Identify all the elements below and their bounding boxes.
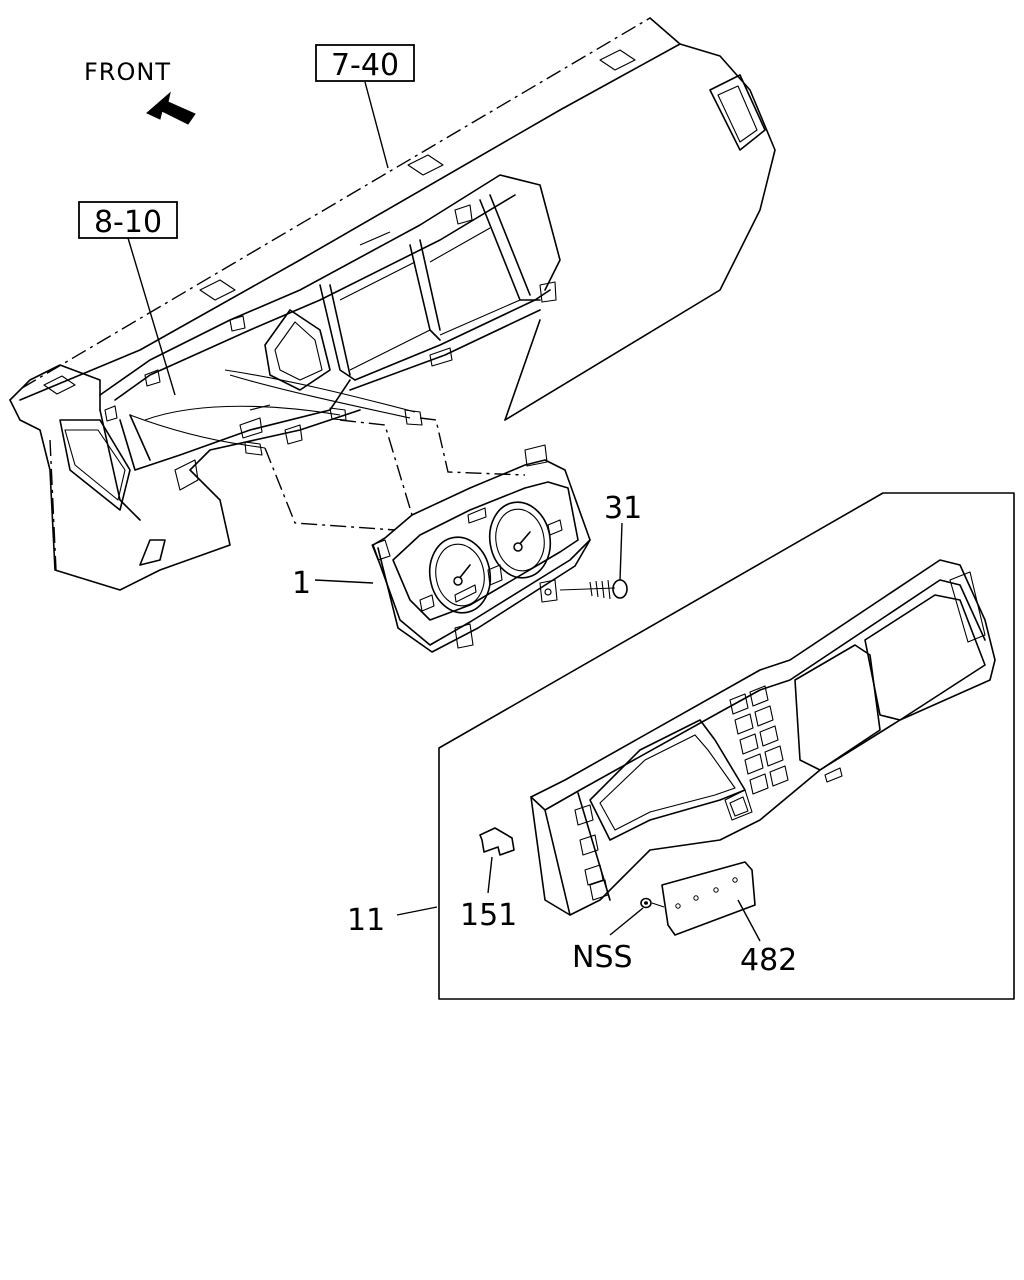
dashboard-assembly (9, 17, 776, 591)
front-arrow-icon (146, 91, 196, 125)
ref-box-7-40: 7-40 (315, 44, 415, 83)
cluster-assembly-box (438, 492, 1015, 1000)
ref-label-7-40: 7-40 (331, 48, 399, 83)
screw-part (559, 579, 628, 600)
ref-label-8-10: 8-10 (94, 205, 162, 240)
leader-lines (127, 81, 761, 942)
part-label-nss: NSS (572, 940, 633, 975)
ref-box-8-10: 8-10 (78, 201, 178, 240)
front-label: FRONT (84, 58, 171, 86)
part-label-482: 482 (740, 943, 797, 978)
part-label-151: 151 (460, 898, 517, 933)
combination-meter (371, 444, 591, 653)
part-label-11: 11 (347, 903, 385, 938)
part-label-31: 31 (604, 491, 642, 526)
connector-phantom-lines (264, 417, 526, 531)
part-label-1: 1 (292, 566, 311, 601)
front-indicator: FRONT (84, 58, 196, 125)
